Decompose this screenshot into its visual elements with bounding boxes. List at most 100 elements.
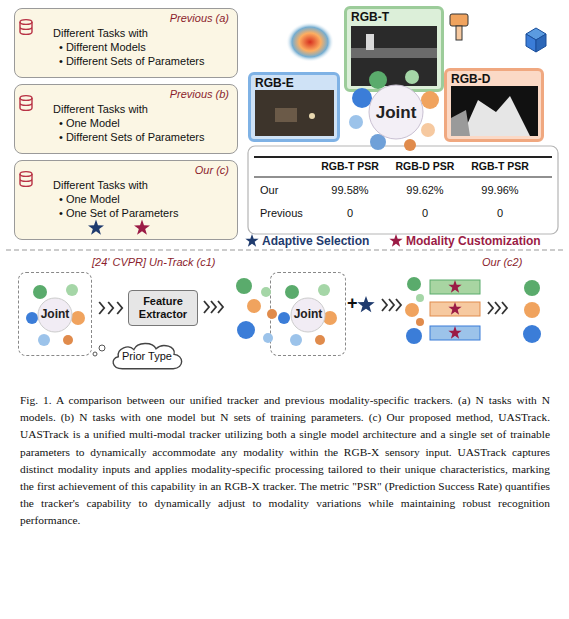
approach-box: Previous (a)Different Tasks with• Differ… bbox=[14, 8, 238, 78]
cloud-label: Prior Type bbox=[122, 350, 172, 362]
output-circles bbox=[523, 280, 541, 343]
box-text: • One Model bbox=[53, 116, 231, 130]
chevron-connector bbox=[99, 302, 122, 314]
thermometer-icon bbox=[456, 26, 462, 40]
joint-cluster bbox=[278, 284, 337, 346]
box-text: Different Tasks with bbox=[53, 178, 231, 192]
box-text: • Different Sets of Parameters bbox=[53, 54, 231, 68]
box-text: Different Tasks with bbox=[53, 102, 231, 116]
joint-cluster bbox=[278, 312, 290, 324]
joint-cluster bbox=[349, 115, 363, 129]
chevron-arrow bbox=[204, 301, 223, 313]
thought-bubble bbox=[99, 345, 105, 351]
customization-bar bbox=[448, 302, 461, 315]
psr-table-frame bbox=[248, 146, 558, 234]
process-label: Feature Extractor bbox=[129, 295, 197, 321]
output-circles bbox=[524, 302, 540, 318]
box-text: • Different Models bbox=[53, 40, 231, 54]
joint-cluster bbox=[71, 311, 85, 325]
joint-cluster bbox=[323, 311, 337, 325]
customization-bar bbox=[430, 326, 480, 340]
joint-cluster bbox=[369, 85, 423, 139]
process-box: Feature Extractor bbox=[128, 290, 198, 326]
output-circles bbox=[247, 299, 261, 313]
psr-table-frame bbox=[254, 156, 552, 158]
joint-cluster bbox=[315, 335, 325, 345]
modality-image: RGB-E bbox=[248, 72, 340, 142]
chevron-arrow bbox=[382, 299, 401, 311]
cube-icon bbox=[526, 28, 546, 40]
modality-circles bbox=[416, 318, 424, 326]
customization-bar bbox=[448, 280, 461, 293]
separator-line bbox=[6, 250, 563, 251]
box-text: Different Tasks with bbox=[53, 26, 231, 40]
output-circles bbox=[263, 333, 273, 343]
cube-icon bbox=[536, 34, 546, 52]
box-text: • One Set of Parameters bbox=[53, 206, 231, 220]
modality-circles bbox=[406, 328, 422, 344]
table-header: RGB-D PSR bbox=[390, 160, 460, 172]
modality-circles bbox=[405, 277, 424, 344]
legend-swatch bbox=[389, 234, 402, 247]
panel-label: Our (c2) bbox=[482, 256, 522, 268]
heatmap-blob bbox=[286, 22, 334, 62]
joint-box: Joint bbox=[270, 272, 346, 356]
joint-cluster bbox=[318, 284, 330, 296]
approach-box: Our (c)Different Tasks with• One Model• … bbox=[14, 160, 238, 240]
plus-sign: + bbox=[347, 293, 358, 314]
table-cell: 99.96% bbox=[465, 184, 535, 196]
legend-swatch bbox=[244, 233, 260, 249]
thought-bubble bbox=[93, 352, 97, 356]
joint-label: Joint bbox=[294, 307, 323, 321]
joint-cluster bbox=[66, 284, 78, 296]
joint-cluster bbox=[291, 298, 325, 332]
psr-table-frame bbox=[248, 146, 558, 234]
prior-cloud: Prior Type bbox=[106, 340, 188, 372]
output-circles bbox=[523, 325, 541, 343]
output-circles bbox=[236, 278, 252, 294]
customization-bar bbox=[430, 280, 480, 294]
customization-bar bbox=[430, 280, 480, 340]
table-cell: 0 bbox=[315, 207, 385, 219]
row-header: Our bbox=[260, 184, 278, 196]
cube-icon bbox=[526, 34, 536, 52]
output-circles bbox=[237, 321, 255, 339]
joint-cluster bbox=[421, 123, 435, 137]
box-text: • One Model bbox=[53, 192, 231, 206]
joint-cluster bbox=[290, 334, 302, 346]
joint-label: Joint bbox=[41, 307, 70, 321]
joint-label: Joint bbox=[376, 103, 417, 123]
legend-swatch bbox=[388, 233, 404, 249]
joint-cluster bbox=[38, 334, 50, 346]
approach-box: Previous (b)Different Tasks with• One Mo… bbox=[14, 84, 238, 154]
customization-bar bbox=[448, 326, 461, 339]
row-header: Previous bbox=[260, 207, 303, 219]
legend-swatch bbox=[245, 234, 258, 247]
joint-cluster bbox=[26, 312, 38, 324]
star-symbol bbox=[357, 296, 374, 312]
output-circles bbox=[524, 280, 540, 296]
table-header: RGB-T PSR bbox=[315, 160, 385, 172]
joint-cluster bbox=[421, 91, 439, 109]
modality-circles bbox=[407, 277, 421, 291]
thermometer-icon bbox=[450, 14, 468, 40]
joint-cluster bbox=[26, 284, 85, 346]
psr-table-frame bbox=[254, 176, 552, 177]
cube-icon bbox=[526, 28, 546, 52]
joint-cluster bbox=[33, 285, 47, 299]
table-cell: 99.58% bbox=[315, 184, 385, 196]
thermometer-icon bbox=[450, 14, 468, 26]
joint-circle: Joint bbox=[368, 85, 424, 141]
table-cell: 0 bbox=[465, 207, 535, 219]
box-text: • Different Sets of Parameters bbox=[53, 130, 231, 144]
legend-text: Adaptive Selection bbox=[262, 234, 369, 248]
legend-text: Modality Customization bbox=[406, 234, 541, 248]
modality-circles bbox=[416, 294, 424, 302]
modality-image: RGB-T bbox=[344, 6, 444, 92]
joint-cluster bbox=[404, 139, 416, 151]
cloud-outline bbox=[113, 343, 182, 368]
chevron-arrow bbox=[488, 302, 507, 314]
modality-label: RGB-E bbox=[251, 75, 337, 91]
chevron-connector bbox=[99, 302, 122, 314]
